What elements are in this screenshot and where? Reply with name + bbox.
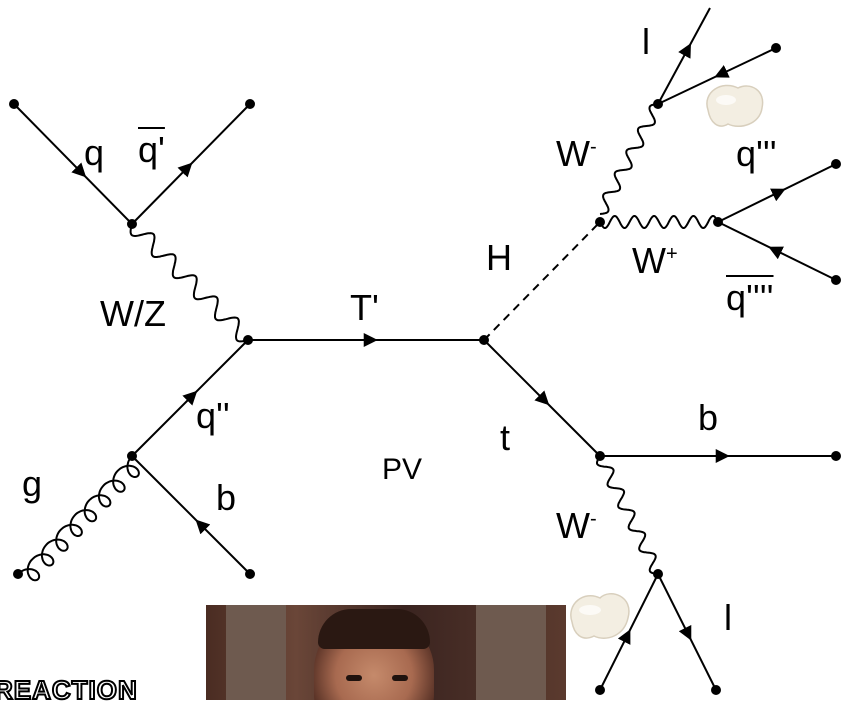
label-q-tripleprime: q''' xyxy=(736,133,777,174)
dot-g-start xyxy=(13,569,23,579)
dot-vertex-wz xyxy=(127,219,137,229)
line-q-tripleprime-arrow xyxy=(714,64,730,78)
dot-l-lower-end xyxy=(711,685,721,695)
label-q-doubleprime: q'' xyxy=(196,395,230,436)
reaction-photo xyxy=(206,605,566,700)
dot-q-start xyxy=(9,99,19,109)
line-q-arrow xyxy=(71,162,87,178)
label-w-minus-lower: W- xyxy=(556,505,597,546)
line-w-z xyxy=(129,223,249,343)
line-q xyxy=(13,103,133,225)
label-t-prime: T' xyxy=(350,287,379,328)
line-l-lower-arrow xyxy=(678,624,692,641)
line-b-lower-arrow xyxy=(195,519,211,535)
bean-icon-lower xyxy=(570,593,630,639)
label-l-lower: l xyxy=(724,597,732,638)
line-w-minus-lower xyxy=(596,455,659,575)
dot-wplus-out1 xyxy=(831,159,841,169)
label-pv: PV xyxy=(382,453,423,486)
dot-b-right-end xyxy=(831,451,841,461)
dot-q3-start xyxy=(771,43,781,53)
line-t-arrow xyxy=(534,390,550,406)
dot-vertex-l-upper xyxy=(653,99,663,109)
label-q: q xyxy=(84,132,105,173)
line-w-plus xyxy=(599,214,719,230)
label-qbar-quadprime: q'''' xyxy=(726,277,774,318)
dot-qbar-end xyxy=(245,99,255,109)
label-b-right: b xyxy=(698,397,719,438)
dot-q4-start xyxy=(831,275,841,285)
label-w-minus-upper: W- xyxy=(556,133,597,174)
dot-vertex-wupper xyxy=(595,217,605,227)
dot-w-lower-in xyxy=(595,685,605,695)
line-l-upper-arrow xyxy=(678,43,691,59)
dot-vertex-t xyxy=(595,451,605,461)
dot-vertex-h xyxy=(479,335,489,345)
line-w-lower-in-arrow xyxy=(617,629,631,645)
label-w-z: W/Z xyxy=(100,293,166,334)
bean-icon-upper xyxy=(706,84,764,128)
dot-vertex-g xyxy=(127,451,137,461)
reaction-banner: REACTION xyxy=(0,674,138,706)
label-b-lower: b xyxy=(216,477,237,518)
label-qbar-prime: q' xyxy=(138,129,165,170)
label-h: H xyxy=(486,237,512,278)
dot-b-start xyxy=(245,569,255,579)
dot-vertex-tprime xyxy=(243,335,253,345)
label-l-upper: l xyxy=(642,21,650,62)
label-g: g xyxy=(22,463,43,504)
line-qbar-prime-arrow xyxy=(177,162,193,178)
line-b-lower xyxy=(131,455,251,575)
label-t: t xyxy=(500,417,511,458)
line-q-doubleprime-arrow xyxy=(182,390,198,406)
dot-vertex-wlower xyxy=(653,569,663,579)
dot-wplus-end xyxy=(713,217,723,227)
line-qbar-quadprime-arrow xyxy=(768,246,785,260)
line-w-plus-out1-arrow xyxy=(769,188,786,202)
line-g xyxy=(17,455,140,582)
label-w-plus: W+ xyxy=(632,240,678,281)
line-w-minus-upper xyxy=(599,103,659,215)
